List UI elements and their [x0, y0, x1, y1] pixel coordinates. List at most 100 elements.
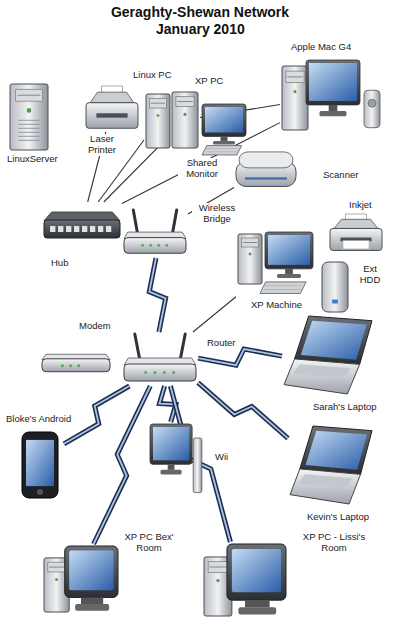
- device-node: Hub: [44, 204, 120, 244]
- phone-screen: [26, 440, 54, 486]
- laptop-screen: [301, 321, 367, 360]
- device-node: XP Machine: [238, 232, 314, 296]
- device-node: LinuxServer: [8, 84, 50, 150]
- printer-top: [90, 92, 134, 103]
- device-icon: [204, 544, 286, 616]
- wireless-bolt: [198, 349, 282, 365]
- paper-out: [343, 241, 369, 249]
- device-node: Kevin's Laptop: [290, 426, 372, 504]
- status-light: [172, 371, 175, 374]
- monitor-base: [277, 274, 301, 278]
- vent-slot: [19, 140, 40, 141]
- drive-bay: [176, 96, 194, 106]
- device-icon: [124, 210, 186, 256]
- drive-slot: [287, 76, 303, 77]
- monitor-stand: [285, 269, 293, 274]
- device-icon: [124, 334, 196, 384]
- device-drawing: [322, 262, 348, 312]
- device-node: XP PC: [172, 92, 198, 148]
- wireless-bolt: [94, 386, 151, 544]
- vent-slot: [19, 136, 40, 137]
- monitor-base: [238, 607, 276, 614]
- phone-button: [37, 489, 43, 495]
- device-label: XP PC - Lissi's Room: [296, 532, 372, 554]
- laptop-base: [284, 359, 360, 394]
- status-light: [154, 371, 157, 374]
- device-node: Laser Printer: [86, 86, 138, 130]
- monitor-stand: [245, 600, 270, 607]
- monitor-base: [320, 111, 347, 116]
- wireless-bolt: [149, 258, 165, 332]
- device-drawing: [42, 354, 110, 371]
- device-drawing: [290, 426, 372, 504]
- hub-top: [44, 212, 120, 221]
- paper-slot: [96, 113, 127, 117]
- monitor-bezel: [65, 546, 118, 597]
- device-label: Shared Monitor: [178, 158, 226, 180]
- drive-slot: [151, 103, 165, 104]
- device-label: Wii: [214, 452, 229, 463]
- laptop-screen: [306, 431, 368, 470]
- device-icon: [18, 432, 62, 498]
- device-node: Ext HDD: [320, 262, 350, 312]
- device-node: Wii: [150, 424, 204, 494]
- drive-slot: [243, 242, 257, 243]
- hdd-case: [322, 262, 348, 312]
- status-light: [77, 364, 80, 367]
- wireless-bolt: [64, 386, 129, 444]
- power-light: [216, 579, 219, 582]
- wireless-bolt-core: [198, 349, 282, 365]
- monitor-stand: [168, 464, 175, 470]
- box-body: [124, 364, 196, 381]
- wireless-bolt: [198, 383, 288, 439]
- power-light: [293, 90, 296, 93]
- status-light: [141, 244, 144, 247]
- device-drawing: [204, 544, 286, 616]
- drive-slot: [49, 567, 64, 568]
- device-icon: [282, 60, 382, 132]
- box-body: [124, 238, 186, 254]
- monitor-bezel: [202, 104, 246, 136]
- tower-case: [146, 94, 170, 148]
- device-drawing: [86, 86, 138, 128]
- printer-top: [334, 219, 378, 228]
- antenna: [180, 334, 185, 360]
- device-label: Laser Printer: [80, 134, 124, 156]
- device-drawing: [10, 84, 48, 150]
- box-body: [42, 359, 110, 372]
- cable-line: [193, 297, 236, 332]
- network-link: [198, 383, 288, 439]
- device-drawing: [284, 316, 372, 394]
- device-label: Sarah's Laptop: [312, 402, 378, 413]
- phone-body: [22, 432, 58, 498]
- antenna: [133, 210, 137, 234]
- device-label: XP Machine: [250, 300, 303, 311]
- device-icon: [44, 204, 120, 244]
- device-drawing: [282, 60, 380, 130]
- device-drawing: [238, 232, 313, 293]
- device-label: LinuxServer: [6, 154, 59, 165]
- hdd-light: [332, 300, 338, 304]
- device-label: Inkjet: [348, 200, 373, 211]
- status-light: [149, 244, 152, 247]
- power-light: [249, 253, 252, 256]
- device-label: Bloke's Android: [5, 414, 72, 425]
- monitor-screen: [205, 107, 243, 132]
- status-light: [69, 364, 72, 367]
- hub-port: [90, 226, 95, 232]
- drive-bay: [150, 98, 167, 108]
- hub-body: [44, 220, 120, 238]
- device-node: Apple Mac G4: [282, 60, 382, 132]
- laptop-base: [290, 469, 361, 504]
- device-drawing: [146, 94, 170, 148]
- monitor-bezel: [150, 424, 192, 464]
- wireless-bolt-core: [64, 386, 129, 444]
- monitor-bezel: [265, 232, 313, 269]
- device-icon: [150, 424, 204, 494]
- device-icon: [290, 426, 372, 504]
- wireless-bolt-core: [149, 258, 165, 332]
- device-drawing: [172, 92, 198, 148]
- monitor-base: [75, 604, 109, 611]
- hub-port: [58, 226, 63, 232]
- antenna: [135, 334, 140, 360]
